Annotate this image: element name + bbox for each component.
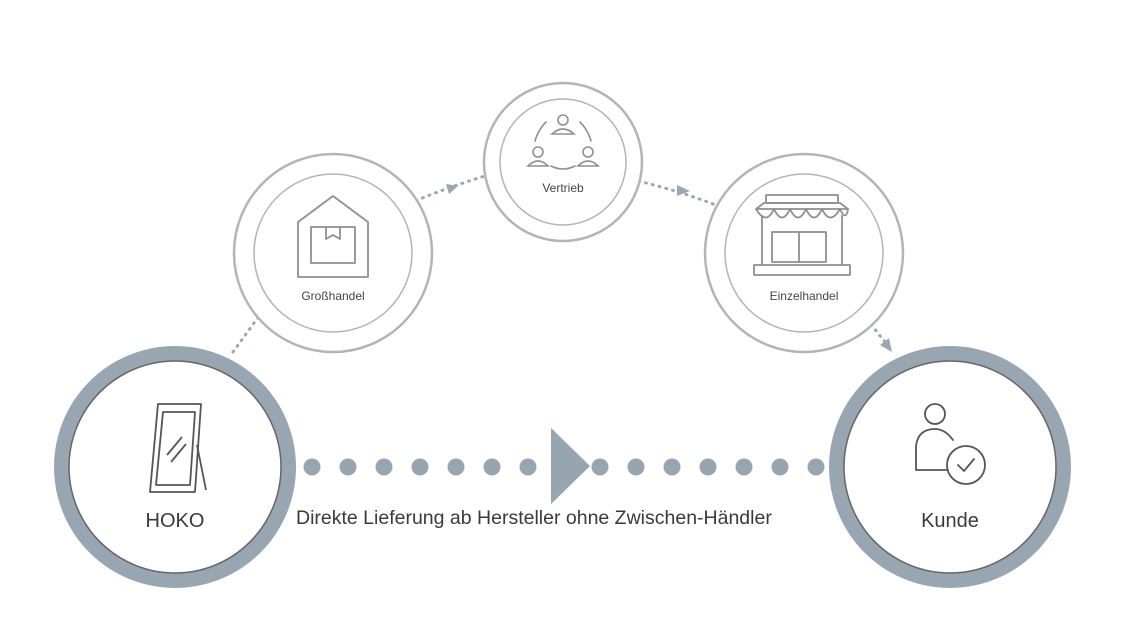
direct-path-arrowhead: [551, 428, 590, 504]
node-label-kunde: Kunde: [921, 510, 979, 532]
direct-path-dot: [591, 458, 609, 476]
node-label-hoko: HOKO: [145, 510, 205, 532]
storefront-icon: [753, 194, 851, 276]
node-ring-grosshandel: [232, 152, 434, 354]
direct-path-dot: [447, 458, 465, 476]
node-label-grosshandel: Großhandel: [301, 289, 365, 303]
direct-path-caption: Direkte Lieferung ab Hersteller ohne Zwi…: [296, 507, 772, 529]
direct-path-dot: [483, 458, 501, 476]
direct-path-dot: [375, 458, 393, 476]
node-ring-hoko: [54, 346, 296, 588]
direct-path-dot: [807, 458, 825, 476]
user-check-icon: [915, 403, 986, 485]
direct-path: [303, 428, 825, 504]
warehouse-icon: [297, 195, 369, 278]
node-ring-einzelhandel: [703, 152, 905, 354]
direct-path-dot: [735, 458, 753, 476]
direct-path-dot: [339, 458, 357, 476]
direct-path-dot: [411, 458, 429, 476]
arrowhead-grosshandel-vertrieb: [446, 184, 458, 194]
connector-hoko-grosshandel: [231, 310, 264, 354]
direct-path-dot: [771, 458, 789, 476]
direct-path-dot: [519, 458, 537, 476]
direct-path-dot: [699, 458, 717, 476]
arrowhead-einzelhandel-kunde: [880, 338, 892, 352]
direct-path-dot: [303, 458, 321, 476]
node-ring-vertrieb: [482, 81, 644, 243]
people-network-icon: [526, 114, 600, 170]
mirror-icon: [149, 403, 207, 493]
direct-path-dot: [627, 458, 645, 476]
node-label-einzelhandel: Einzelhandel: [769, 289, 839, 303]
direct-path-dot: [663, 458, 681, 476]
node-label-vertrieb: Vertrieb: [542, 181, 584, 195]
arrowhead-vertrieb-einzelhandel: [677, 185, 690, 196]
